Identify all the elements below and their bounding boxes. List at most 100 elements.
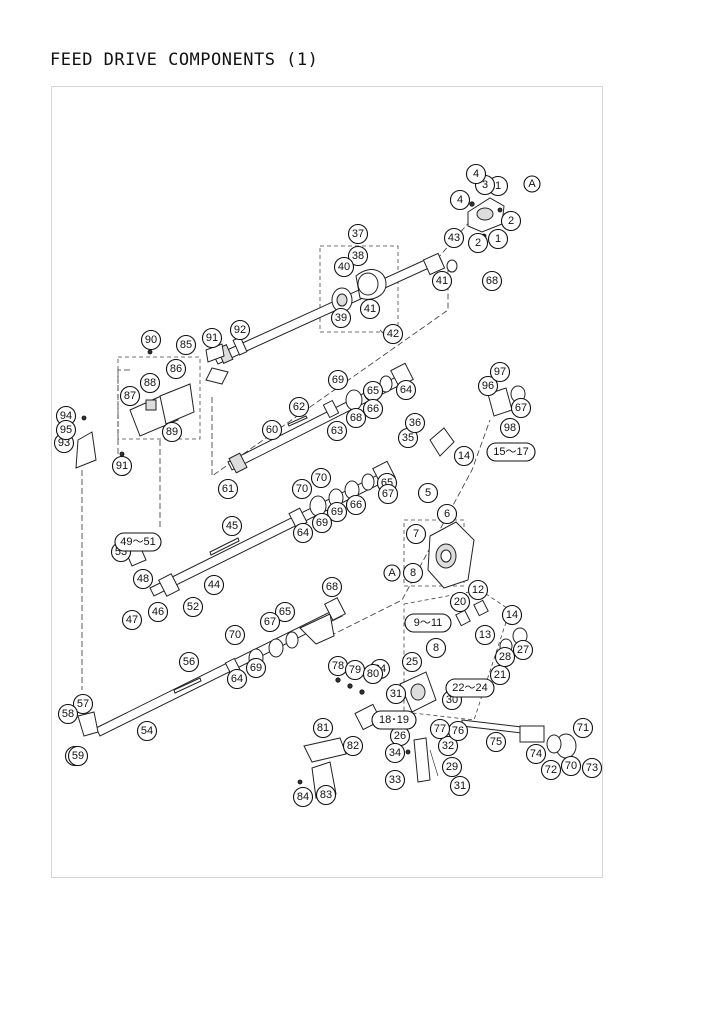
- part-number-callout: 60: [261, 419, 283, 441]
- part-number-callout: 65: [362, 380, 384, 402]
- svg-text:89: 89: [166, 426, 178, 438]
- svg-text:83: 83: [320, 789, 332, 801]
- part-number-callout: 20: [449, 591, 471, 613]
- svg-text:57: 57: [77, 698, 89, 710]
- part-number-callout: 81: [312, 717, 334, 739]
- part-number-callout: 7: [405, 523, 427, 545]
- part-number-callout: 54: [136, 720, 158, 742]
- svg-text:68: 68: [486, 275, 498, 287]
- svg-text:13: 13: [479, 629, 491, 641]
- svg-text:2: 2: [475, 237, 481, 249]
- svg-text:33: 33: [389, 774, 401, 786]
- svg-text:3: 3: [482, 179, 488, 191]
- svg-text:69: 69: [316, 517, 328, 529]
- svg-text:12: 12: [472, 584, 484, 596]
- part-number-callout: 39: [330, 307, 352, 329]
- part-range-callout: 18･19: [371, 710, 417, 730]
- shaft-55: [77, 597, 346, 737]
- svg-text:31: 31: [390, 688, 402, 700]
- part-number-callout: 69: [311, 512, 333, 534]
- svg-text:2: 2: [508, 215, 514, 227]
- part-number-callout: 89: [161, 421, 183, 443]
- svg-text:39: 39: [335, 312, 347, 324]
- part-number-callout: 21: [489, 664, 511, 686]
- svg-text:73: 73: [586, 762, 598, 774]
- svg-text:65: 65: [367, 385, 379, 397]
- part-number-callout: 28: [494, 646, 516, 668]
- part-number-callout: 2: [500, 210, 522, 232]
- svg-text:47: 47: [126, 614, 138, 626]
- part-number-callout: 64: [292, 522, 314, 544]
- svg-text:91: 91: [206, 332, 218, 344]
- part-number-callout: 68: [345, 407, 367, 429]
- part-number-callout: 64: [226, 668, 248, 690]
- svg-text:76: 76: [452, 725, 464, 737]
- part-number-callout: 27: [512, 639, 534, 661]
- svg-text:49～51: 49～51: [120, 536, 155, 548]
- part-number-callout: 73: [581, 757, 603, 779]
- part-number-callout: 83: [315, 784, 337, 806]
- svg-text:96: 96: [482, 380, 494, 392]
- left-assemblies: [75, 343, 225, 469]
- svg-text:42: 42: [387, 328, 399, 340]
- part-number-callout: 85: [175, 334, 197, 356]
- part-range-callout: 15～17: [486, 442, 536, 462]
- svg-text:22～24: 22～24: [452, 682, 487, 694]
- svg-text:91: 91: [116, 460, 128, 472]
- part-number-callout: 31: [385, 683, 407, 705]
- part-number-callout: 42: [382, 323, 404, 345]
- part-number-callout: 33: [384, 769, 406, 791]
- part-number-callout: 68: [321, 576, 343, 598]
- part-number-callout: 70: [291, 478, 313, 500]
- part-number-callout: 57: [72, 693, 94, 715]
- part-number-callout: 5: [417, 482, 439, 504]
- part-number-callout: 94: [55, 405, 77, 427]
- svg-text:7: 7: [413, 528, 419, 540]
- part-number-callout: 98: [499, 417, 521, 439]
- svg-text:58: 58: [62, 708, 74, 720]
- svg-text:25: 25: [406, 656, 418, 668]
- svg-text:66: 66: [367, 403, 379, 415]
- svg-text:43: 43: [448, 232, 460, 244]
- part-number-callout: 8: [402, 562, 424, 584]
- svg-text:28: 28: [499, 651, 511, 663]
- part-number-callout: 52: [182, 596, 204, 618]
- part-number-callout: 36: [404, 412, 426, 434]
- svg-text:14: 14: [458, 450, 470, 462]
- part-number-callout: 43: [443, 227, 465, 249]
- svg-text:15～17: 15～17: [493, 446, 528, 458]
- part-number-callout: 48: [132, 568, 154, 590]
- part-number-callout: 12: [467, 579, 489, 601]
- svg-text:64: 64: [297, 527, 309, 539]
- part-number-callout: 82: [342, 735, 364, 757]
- part-number-callout: 76: [447, 720, 469, 742]
- part-number-callout: 88: [139, 372, 161, 394]
- svg-text:35: 35: [402, 432, 414, 444]
- part-number-callout: 70: [224, 624, 246, 646]
- svg-text:75: 75: [490, 736, 502, 748]
- part-number-callout: 69: [245, 657, 267, 679]
- part-number-callout: 2: [467, 232, 489, 254]
- svg-text:81: 81: [317, 722, 329, 734]
- svg-text:31: 31: [454, 780, 466, 792]
- part-number-callout: 46: [147, 601, 169, 623]
- svg-text:44: 44: [208, 579, 220, 591]
- part-number-callout: 58: [57, 703, 79, 725]
- svg-text:90: 90: [145, 334, 157, 346]
- svg-text:67: 67: [264, 616, 276, 628]
- svg-text:85: 85: [180, 339, 192, 351]
- svg-text:74: 74: [530, 748, 542, 760]
- part-number-callout: 91: [201, 327, 223, 349]
- svg-text:70: 70: [296, 483, 308, 495]
- svg-text:62: 62: [293, 401, 305, 413]
- part-number-callout: 34: [384, 742, 406, 764]
- svg-text:A: A: [388, 567, 396, 579]
- part-number-callout: 92: [229, 319, 251, 341]
- part-number-callout: 62: [288, 396, 310, 418]
- upper-shaft: [205, 252, 458, 385]
- part-number-callout: 87: [119, 385, 141, 407]
- part-number-callout: 1: [487, 228, 509, 250]
- part-number-callout: 70: [560, 755, 582, 777]
- svg-text:69: 69: [331, 506, 343, 518]
- part-number-callout: 41: [359, 298, 381, 320]
